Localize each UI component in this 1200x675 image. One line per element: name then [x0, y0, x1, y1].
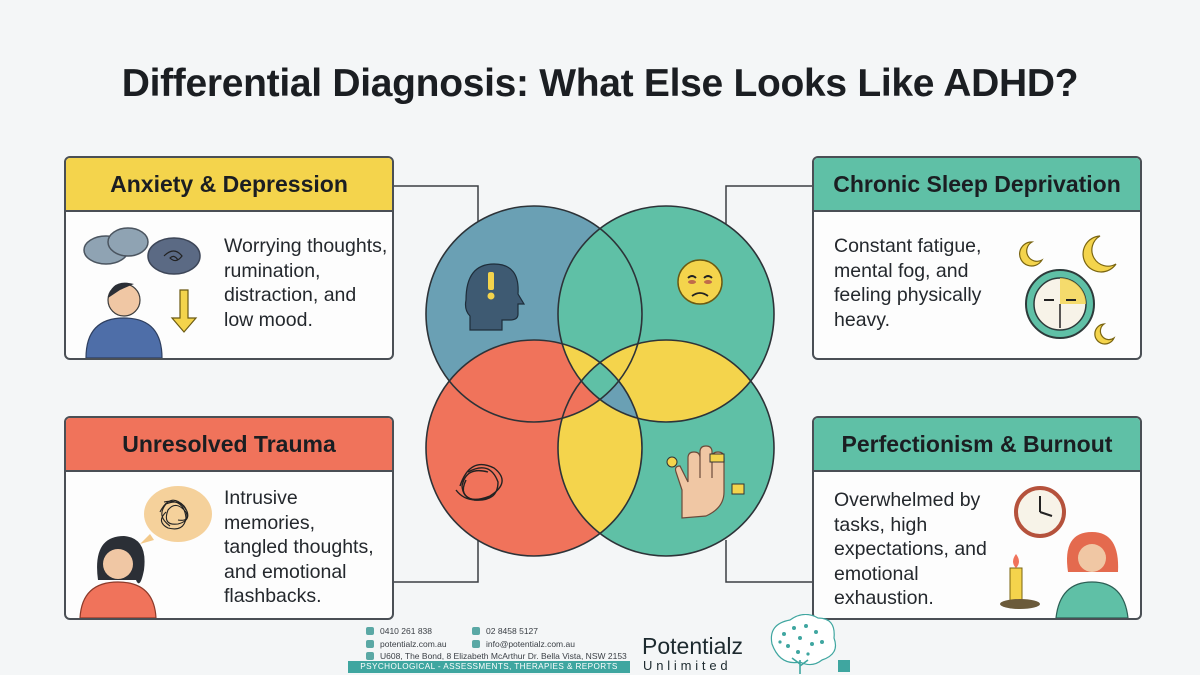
- footer-tagline: PSYCHOLOGICAL - ASSESSMENTS, THERAPIES &…: [348, 661, 630, 673]
- venn-diagram: [425, 205, 775, 557]
- card-anxiety-depression: Anxiety & Depression Worrying thoughts, …: [64, 156, 394, 360]
- card-heading: Unresolved Trauma: [66, 418, 392, 472]
- card-text-line: and emotional: [224, 560, 347, 583]
- brand-subtitle: Unlimited: [643, 658, 732, 673]
- card-text-line: emotional: [834, 562, 919, 585]
- tired-face-icon: [677, 259, 723, 305]
- email-icon: [472, 640, 480, 648]
- footer-address: U608, The Bond, 8 Elizabeth McArthur Dr.…: [380, 651, 627, 661]
- card-text-line: low mood.: [224, 308, 313, 331]
- footer-fax: 02 8458 5127: [486, 626, 538, 636]
- fax-icon: [472, 627, 480, 635]
- location-icon: [366, 652, 374, 660]
- card-text-line: heavy.: [834, 308, 891, 331]
- brand-name: Potentialz: [642, 633, 744, 659]
- card-text-line: Intrusive: [224, 487, 298, 509]
- page-title: Differential Diagnosis: What Else Looks …: [121, 62, 1079, 105]
- worried-person-icon: [83, 227, 201, 358]
- tangled-scribble-icon: [455, 463, 503, 501]
- card-heading: Chronic Sleep Deprivation: [814, 158, 1140, 212]
- card-text-line: Worrying thoughts,: [224, 235, 388, 257]
- card-text-line: expectations, and: [834, 538, 987, 560]
- card-text-line: mental fog, and: [834, 259, 969, 282]
- card-text-line: exhaustion.: [834, 587, 934, 609]
- phone-icon: [366, 627, 374, 635]
- card-heading: Anxiety & Depression: [66, 158, 392, 212]
- brain-tree-logo-icon: [770, 614, 837, 674]
- card-text-line: tasks, high: [834, 513, 928, 536]
- burnout-person-clock-candle-icon: [1000, 486, 1129, 618]
- footer-phone: 0410 261 838: [380, 626, 432, 636]
- globe-icon: [366, 640, 374, 648]
- card-heading: Perfectionism & Burnout: [814, 418, 1140, 472]
- card-perfectionism-burnout: Perfectionism & Burnout Overwhelmed by t…: [812, 416, 1142, 620]
- card-text-line: memories,: [224, 511, 316, 534]
- card-text-line: flashbacks.: [224, 585, 322, 607]
- card-text-line: tangled thoughts,: [224, 536, 374, 558]
- tangled-thoughts-person-icon: [79, 486, 212, 618]
- card-text-line: distraction, and: [224, 284, 357, 306]
- brand-accent-square: [838, 660, 850, 672]
- sleepy-clock-moon-icon: [1019, 235, 1117, 345]
- card-text-line: Overwhelmed by: [834, 489, 981, 511]
- card-sleep-deprivation: Chronic Sleep Deprivation Constant fatig…: [812, 156, 1142, 360]
- card-text-line: Constant fatigue,: [834, 235, 982, 257]
- card-text-line: rumination,: [224, 259, 321, 282]
- card-unresolved-trauma: Unresolved Trauma Intrusive memories, ta…: [64, 416, 394, 620]
- card-text-line: feeling physically: [834, 284, 982, 306]
- footer-email[interactable]: info@potentialz.com.au: [486, 639, 575, 649]
- footer-website[interactable]: potentialz.com.au: [380, 639, 447, 649]
- head-exclamation-icon: [464, 263, 526, 331]
- juggling-hand-icon: [666, 445, 745, 519]
